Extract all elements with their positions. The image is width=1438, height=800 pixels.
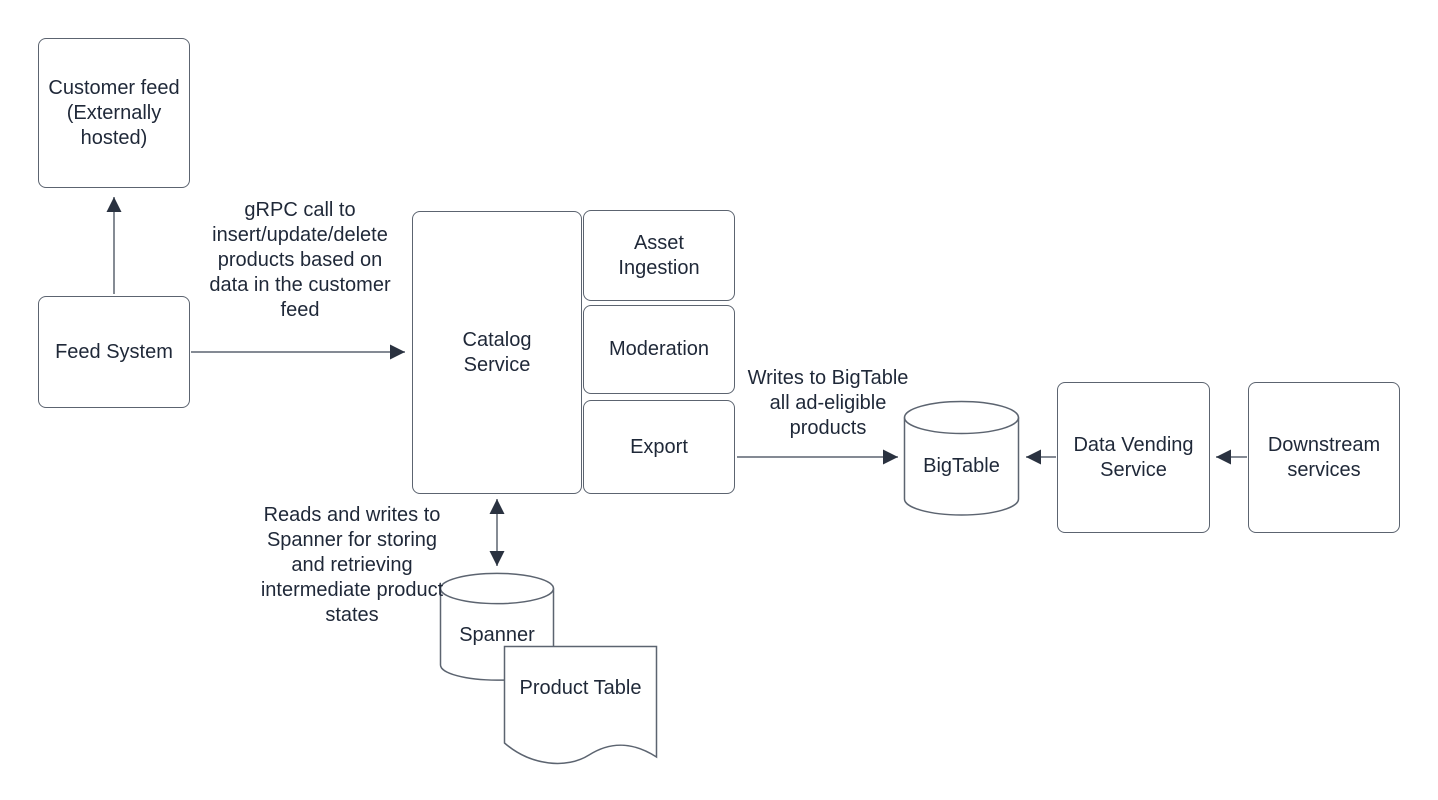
- node-catalog-service-label: Catalog Service: [462, 328, 532, 376]
- node-product-table[interactable]: Product Table: [503, 645, 658, 767]
- node-data-vending-service-label: Data Vending Service: [1073, 433, 1194, 481]
- node-bigtable-label: BigTable: [923, 455, 1000, 477]
- node-bigtable[interactable]: BigTable: [903, 400, 1020, 517]
- node-asset-ingestion[interactable]: Asset Ingestion: [583, 210, 735, 301]
- node-moderation-label: Moderation: [608, 338, 710, 360]
- node-downstream-services[interactable]: Downstream services: [1248, 382, 1400, 533]
- node-catalog-service[interactable]: Catalog Service: [412, 211, 582, 494]
- node-asset-ingestion-label: Asset Ingestion: [618, 231, 700, 279]
- node-customer-feed-label: Customer feed (Externally hosted): [48, 76, 180, 149]
- node-spanner-label: Spanner: [459, 623, 535, 646]
- database-cylinder-icon: [903, 400, 1020, 516]
- node-customer-feed[interactable]: Customer feed (Externally hosted): [38, 38, 190, 188]
- node-data-vending-service[interactable]: Data Vending Service: [1057, 382, 1210, 533]
- edge-label-spanner-read-write[interactable]: Reads and writes to Spanner for storing …: [260, 504, 444, 626]
- node-moderation[interactable]: Moderation: [583, 305, 735, 394]
- node-product-table-label: Product Table: [519, 677, 642, 699]
- document-shape-icon: [503, 645, 658, 765]
- node-feed-system-label: Feed System: [55, 340, 173, 363]
- edge-label-writes-bigtable[interactable]: Writes to BigTable all ad-eligible produ…: [747, 367, 909, 439]
- node-export[interactable]: Export: [583, 400, 735, 494]
- node-feed-system[interactable]: Feed System: [38, 296, 190, 408]
- node-export-label: Export: [630, 435, 688, 458]
- edge-label-grpc-call[interactable]: gRPC call to insert/update/delete produc…: [209, 199, 391, 321]
- node-downstream-services-label: Downstream services: [1267, 433, 1381, 481]
